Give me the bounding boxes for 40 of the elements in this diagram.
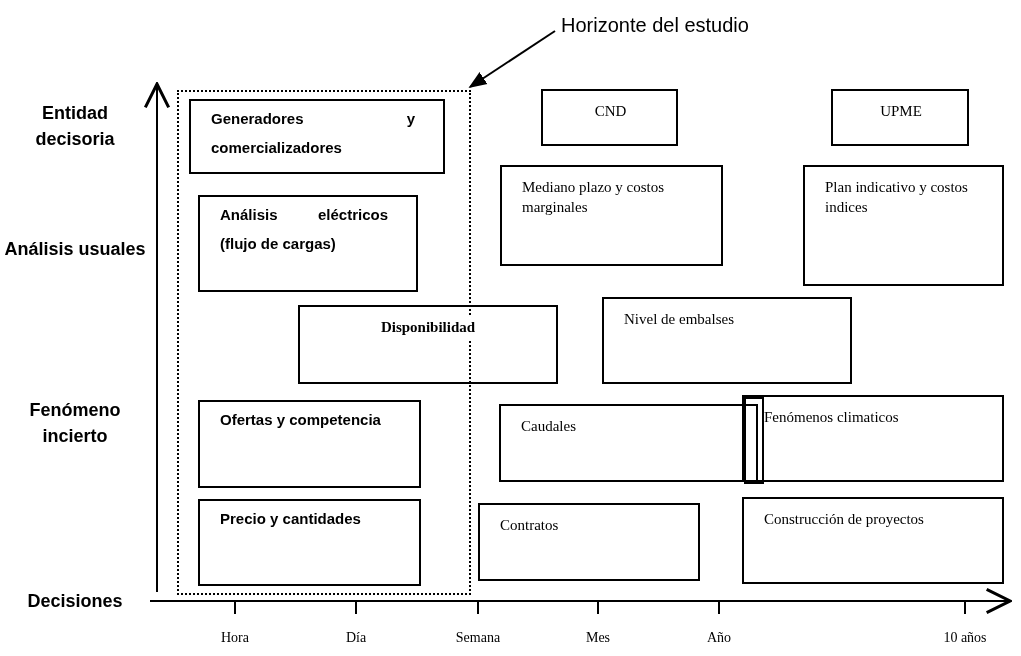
title-text: Horizonte del estudio (560, 13, 750, 38)
tick-label: Día (344, 630, 368, 646)
process-box (831, 89, 969, 146)
process-box (500, 165, 723, 266)
box-text: Nivel de embalses (623, 310, 735, 329)
box-text: Mediano plazo y costos marginales (521, 178, 666, 218)
tick-label: Semana (454, 630, 502, 646)
box-text: Plan indicativo y costos indices (824, 178, 969, 218)
axis-category-label: Entidad decisoria (34, 102, 116, 152)
box-text: UPME (879, 102, 923, 121)
box-text: Análisis eléctricos (flujo de cargas) (219, 205, 389, 254)
box-text: Generadores y comercializadores (210, 109, 416, 158)
box-text: CND (593, 102, 628, 121)
process-box (198, 400, 421, 488)
box-text: Ofertas y competencia (219, 410, 382, 430)
box-text: Fenómenos climaticos (763, 408, 900, 427)
process-box (499, 404, 758, 482)
process-box (478, 503, 700, 581)
process-box (602, 297, 852, 384)
tick-label: Mes (584, 630, 612, 646)
axis-category-label: Análisis usuales (3, 238, 147, 261)
process-box (803, 165, 1004, 286)
process-box (742, 395, 1004, 482)
box-text: Caudales (520, 417, 577, 436)
box-text: Precio y cantidades (219, 509, 362, 529)
tick-label: Hora (220, 630, 250, 646)
process-box (298, 305, 558, 384)
tick-label: Año (705, 630, 733, 646)
axis-category-label: Fenómeno incierto (28, 399, 122, 449)
arrow (468, 30, 556, 88)
process-box (198, 195, 418, 292)
box-text: Construcción de proyectos (763, 510, 925, 529)
process-box (198, 499, 421, 586)
process-box (541, 89, 678, 146)
box-text: Contratos (499, 516, 560, 535)
small-box (744, 397, 764, 484)
process-box (189, 99, 445, 174)
axis-category-label: Decisiones (26, 590, 124, 613)
tick-label: 10 años (942, 630, 988, 646)
process-box (742, 497, 1004, 584)
